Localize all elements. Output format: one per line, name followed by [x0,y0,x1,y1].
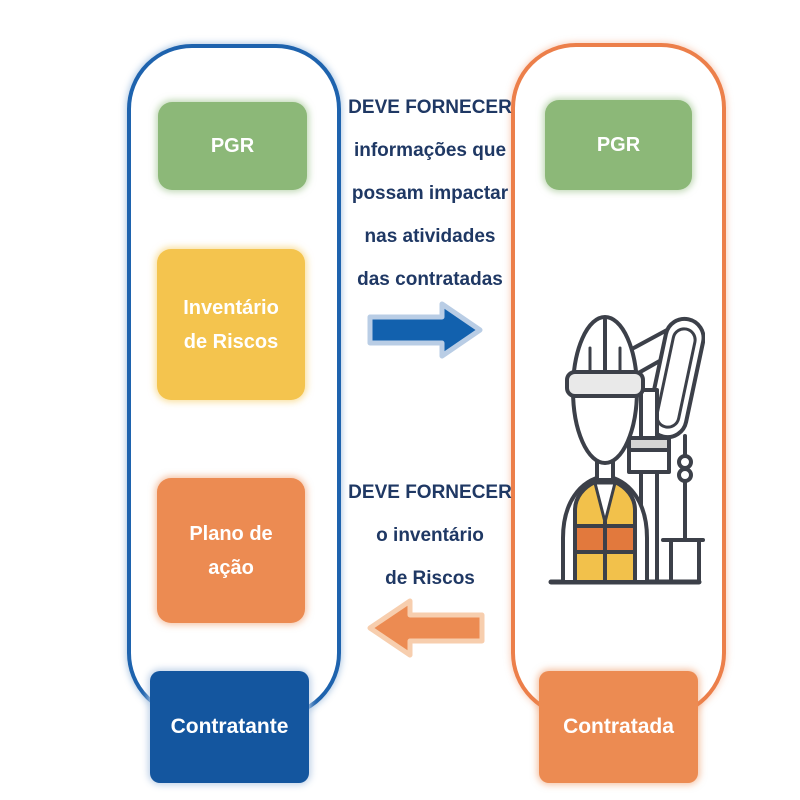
bottom-message-line: DEVE FORNECER [348,482,512,503]
top-message-line: das contratadas [357,269,503,290]
left-arrow-shape [367,598,485,658]
plano-acao-line: ação [208,556,254,579]
contratada-label: Contratada [563,715,674,738]
worker-head-hardhat [565,315,645,482]
contratada-label-box: Contratada [539,671,698,783]
inventario-riscos-line: Inventário [183,296,279,319]
top-message-line: informações que [353,140,507,161]
pumpjack-counterweight [627,436,671,474]
right-arrow-shape [367,301,483,359]
top-message-line: possam impactar [351,183,509,204]
contratante-label-box: Contratante [150,671,309,783]
pgr-box-right-label: PGR [596,134,641,156]
inventario-riscos-box: Inventário de Riscos [157,249,305,400]
contratante-label: Contratante [170,715,289,738]
worker-and-oil-pumpjack-icon [548,315,705,585]
pumpjack-cable [661,434,705,584]
right-arrow-icon [367,301,483,359]
top-message-line: DEVE FORNECER [348,97,512,118]
top-message-line: nas atividades [364,226,496,247]
bottom-message-line: o inventário [376,525,484,546]
bottom-message-line: de Riscos [385,568,475,589]
inventario-riscos-line: de Riscos [183,330,279,353]
pgr-box-right: PGR [545,100,692,190]
left-arrow-icon [367,598,485,658]
bottom-message: DEVE FORNECER o inventário de Riscos [340,471,520,600]
pgr-box-left-label: PGR [210,135,255,157]
pgr-box-left: PGR [158,102,307,190]
plano-acao-line: Plano de [189,522,273,545]
worker-safety-vest [573,480,637,584]
plano-acao-box: Plano de ação [157,478,305,623]
top-message: DEVE FORNECER informações que possam imp… [340,86,520,301]
